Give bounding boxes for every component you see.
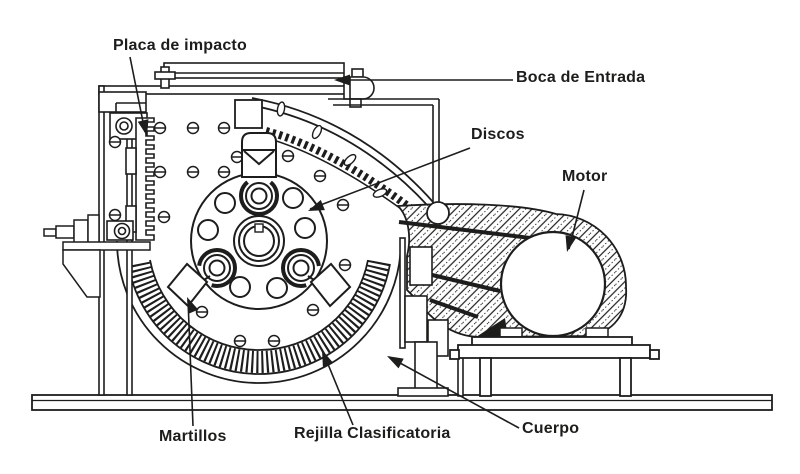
label-motor: Motor [562, 168, 608, 185]
classifying-grate-band [128, 259, 390, 373]
label-discos: Discos [471, 126, 525, 143]
impact-plate [109, 112, 155, 241]
label-rejilla-clasificatoria: Rejilla Clasificatoria [294, 425, 451, 442]
shaft-hub [233, 215, 285, 267]
label-cuerpo: Cuerpo [522, 420, 580, 437]
label-placa-de-impacto: Placa de impacto [113, 37, 247, 54]
leader-martillos [187, 299, 194, 427]
motor-mount-table [449, 336, 660, 397]
housing-left-wall [98, 85, 147, 396]
gear-ring [262, 127, 424, 221]
leader-discos [309, 147, 471, 210]
feed-tray [154, 62, 345, 89]
inlet-flange [343, 68, 375, 108]
hammer-left [166, 248, 237, 308]
idler-pulley [426, 201, 450, 225]
base-plate [31, 394, 773, 411]
casing-bolt-lugs [276, 101, 388, 198]
label-martillos: Martillos [159, 428, 227, 445]
body-steps [397, 237, 464, 397]
housing-lower-hinge [106, 220, 134, 241]
casing-shell [116, 240, 402, 384]
side-plate-screws [108, 121, 352, 348]
latch-bolt [43, 214, 151, 298]
shaft-keyway [254, 223, 264, 233]
disc-holes [197, 187, 316, 299]
leader-arrowheads [137, 74, 577, 369]
hammer-right [281, 248, 352, 308]
label-boca-de-entrada: Boca de Entrada [516, 69, 646, 86]
motor-pulley [499, 230, 607, 338]
impact-plate-serration [135, 117, 155, 241]
casing-duct [328, 98, 440, 204]
casing-block [234, 99, 263, 129]
leader-cuerpo [388, 356, 520, 429]
casing-volute [249, 97, 434, 207]
leader-placa-de-impacto [129, 56, 146, 133]
hammer-top [239, 132, 279, 216]
support-gusset [62, 249, 101, 298]
